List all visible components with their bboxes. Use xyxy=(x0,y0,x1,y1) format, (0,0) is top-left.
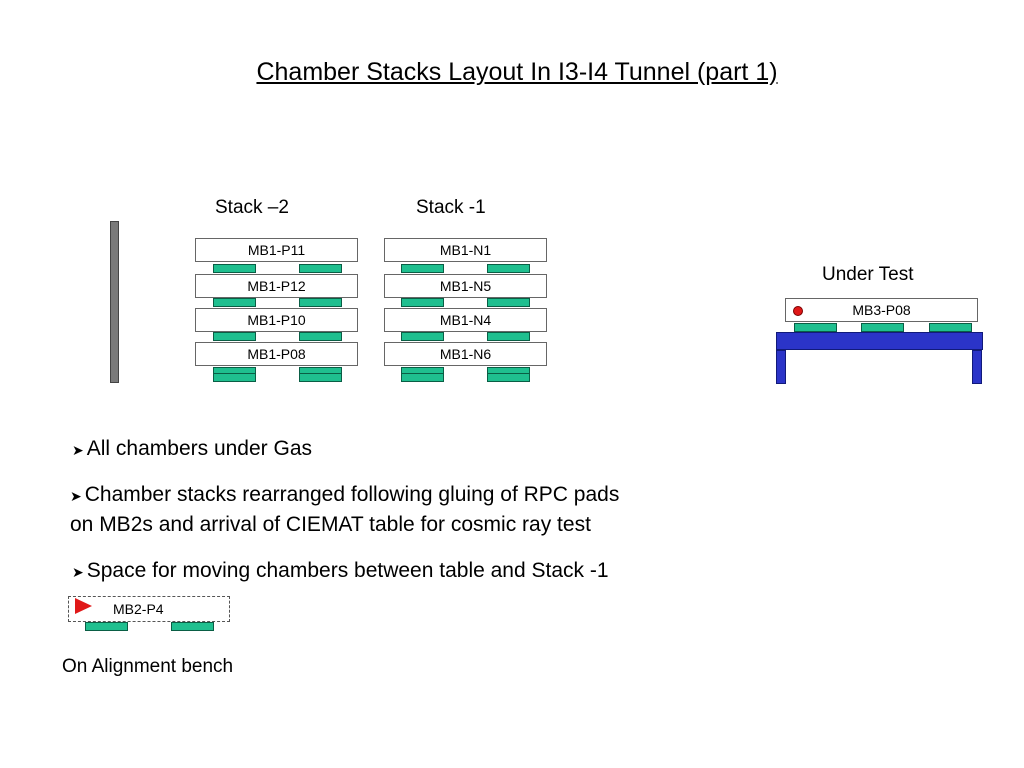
tunnel-wall xyxy=(110,221,119,383)
page-title: Chamber Stacks Layout In I3-I4 Tunnel (p… xyxy=(256,58,778,86)
support-pad xyxy=(861,323,904,332)
support-pad xyxy=(213,264,256,273)
support-pad xyxy=(401,332,444,341)
bullet-item: ➤Chamber stacks rearranged following glu… xyxy=(70,480,619,511)
bullet-item: ➤All chambers under Gas xyxy=(72,434,312,465)
chamber-mb3-p08[interactable]: MB3-P08 xyxy=(785,298,978,322)
chamber-mb1-n6[interactable]: MB1-N6 xyxy=(384,342,547,366)
status-dot-icon xyxy=(793,306,803,316)
support-pad xyxy=(171,622,214,631)
support-pad xyxy=(85,622,128,631)
floor-pad xyxy=(299,367,342,382)
ciemat-table-leg xyxy=(972,350,982,384)
support-pad xyxy=(929,323,972,332)
chamber-mb1-p11[interactable]: MB1-P11 xyxy=(195,238,358,262)
chamber-mb1-p10[interactable]: MB1-P10 xyxy=(195,308,358,332)
support-pad xyxy=(794,323,837,332)
chamber-mb1-n1[interactable]: MB1-N1 xyxy=(384,238,547,262)
support-pad xyxy=(299,298,342,307)
support-pad xyxy=(487,298,530,307)
under-test-label: Under Test xyxy=(822,264,914,285)
support-pad xyxy=(487,332,530,341)
red-triangle-icon xyxy=(75,598,92,614)
floor-pad xyxy=(213,367,256,382)
support-pad xyxy=(401,298,444,307)
arrowhead-bullet-icon: ➤ xyxy=(72,442,84,458)
support-pad xyxy=(299,264,342,273)
stack-1-label: Stack -1 xyxy=(416,197,486,218)
chamber-mb1-n4[interactable]: MB1-N4 xyxy=(384,308,547,332)
chamber-mb2-p4[interactable]: MB2-P4 xyxy=(68,596,230,622)
bullet-continuation: on MB2s and arrival of CIEMAT table for … xyxy=(70,513,591,536)
bullet-text: Space for moving chambers between table … xyxy=(86,559,609,582)
ciemat-table-leg xyxy=(776,350,786,384)
arrowhead-bullet-icon: ➤ xyxy=(70,488,82,504)
bullet-item: ➤Space for moving chambers between table… xyxy=(72,556,609,587)
bullet-text: All chambers under Gas xyxy=(86,437,313,460)
support-pad xyxy=(487,264,530,273)
ciemat-table-top xyxy=(776,332,983,350)
support-pad xyxy=(213,298,256,307)
stack-2-label: Stack –2 xyxy=(215,197,289,218)
support-pad xyxy=(213,332,256,341)
arrowhead-bullet-icon: ➤ xyxy=(72,564,84,580)
floor-pad xyxy=(401,367,444,382)
support-pad xyxy=(299,332,342,341)
floor-pad xyxy=(487,367,530,382)
chamber-mb1-p08[interactable]: MB1-P08 xyxy=(195,342,358,366)
support-pad xyxy=(401,264,444,273)
alignment-bench-caption: On Alignment bench xyxy=(62,656,234,677)
chamber-mb1-n5[interactable]: MB1-N5 xyxy=(384,274,547,298)
chamber-mb1-p12[interactable]: MB1-P12 xyxy=(195,274,358,298)
bullet-text: Chamber stacks rearranged following glui… xyxy=(84,483,620,506)
